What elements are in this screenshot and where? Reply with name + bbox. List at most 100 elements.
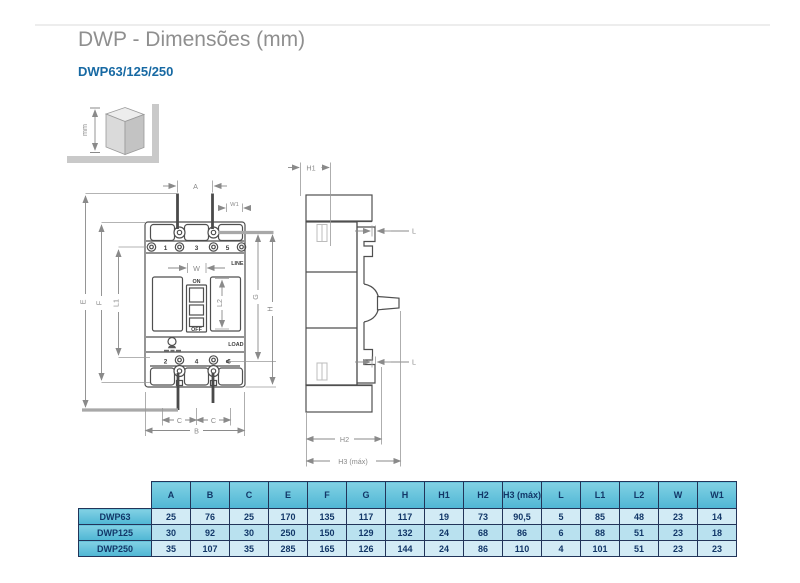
dimension-value-cell: 129 xyxy=(346,524,386,541)
dimension-value-cell: 25 xyxy=(229,508,269,525)
column-header: G xyxy=(346,481,386,509)
dimension-value-cell: 30 xyxy=(229,524,269,541)
column-header: L1 xyxy=(580,481,620,509)
dim-label-h2: H2 xyxy=(340,435,349,444)
push-to-trip-button xyxy=(164,336,181,352)
column-header: H1 xyxy=(424,481,464,509)
pole-4-label: 4 xyxy=(195,359,199,366)
dim-label-b: B xyxy=(194,427,199,436)
column-header: A xyxy=(151,481,191,509)
column-header: F xyxy=(307,481,347,509)
row-label: DWP250 xyxy=(78,540,152,557)
dimension-value-cell: 24 xyxy=(424,540,464,557)
pole-3-label: 3 xyxy=(195,245,199,252)
dim-label-g: G xyxy=(251,294,260,300)
dimension-value-cell: 23 xyxy=(658,508,698,525)
dimension-value-cell: 4 xyxy=(541,540,581,557)
dimension-value-cell: 23 xyxy=(658,524,698,541)
dimension-value-cell: 23 xyxy=(697,540,737,557)
column-header: W1 xyxy=(697,481,737,509)
pole-number-labels: 1 3 5 2 4 6 xyxy=(164,245,232,366)
dimension-value-cell: 14 xyxy=(697,508,737,525)
dimension-value-cell: 6 xyxy=(541,524,581,541)
load-side-label: LOAD xyxy=(228,342,243,348)
dim-label-w: W xyxy=(193,264,200,273)
dim-label-h3: H3 (máx) xyxy=(338,457,368,466)
technical-drawing: mm xyxy=(67,104,416,467)
dimension-value-cell: 170 xyxy=(268,508,308,525)
terminal-screws xyxy=(146,226,247,387)
dimension-value-cell: 30 xyxy=(151,524,191,541)
mm-dimension-arrow xyxy=(90,107,100,153)
column-header: H3 (máx) xyxy=(502,481,542,509)
dim-label-l-bottom: L xyxy=(412,358,416,367)
dim-label-l1: L1 xyxy=(112,299,121,307)
dimension-value-cell: 144 xyxy=(385,540,425,557)
dimension-value-cell: 117 xyxy=(385,508,425,525)
page-title: DWP - Dimensões (mm) xyxy=(78,28,306,51)
column-header: L2 xyxy=(619,481,659,509)
column-header: H2 xyxy=(463,481,503,509)
column-header: H xyxy=(385,481,425,509)
dimension-value-cell: 5 xyxy=(541,508,581,525)
off-label: OFF xyxy=(191,327,202,333)
dimension-value-cell: 110 xyxy=(502,540,542,557)
toggle-handle xyxy=(185,284,208,333)
dim-label-a: A xyxy=(193,182,198,191)
side-view: H1 L L H2 H3 (máx) xyxy=(288,162,416,467)
column-header: C xyxy=(229,481,269,509)
front-view: 1 3 5 2 4 6 LINE LOAD ON OFF xyxy=(79,180,278,436)
breaker-body-outline xyxy=(144,221,246,388)
dim-label-h1: H1 xyxy=(306,163,315,172)
dimension-value-cell: 285 xyxy=(268,540,308,557)
dim-label-c1: C xyxy=(177,416,182,425)
dimension-value-cell: 76 xyxy=(190,508,230,525)
dimension-value-cell: 88 xyxy=(580,524,620,541)
column-header: B xyxy=(190,481,230,509)
dimension-value-cell: 86 xyxy=(463,540,503,557)
dim-label-c2: C xyxy=(211,416,216,425)
dimension-value-cell: 73 xyxy=(463,508,503,525)
on-label: ON xyxy=(192,279,200,285)
mm-unit-label: mm xyxy=(80,124,89,136)
dimension-value-cell: 23 xyxy=(658,540,698,557)
dimension-value-cell: 165 xyxy=(307,540,347,557)
dim-label-w1: W1 xyxy=(230,202,239,208)
dimension-value-cell: 150 xyxy=(307,524,347,541)
column-header: W xyxy=(658,481,698,509)
dimension-value-cell: 250 xyxy=(268,524,308,541)
header-divider xyxy=(35,24,770,26)
line-side-label: LINE xyxy=(231,261,244,267)
blank-header-cell xyxy=(78,481,152,509)
dimension-value-cell: 35 xyxy=(151,540,191,557)
dimension-value-cell: 68 xyxy=(463,524,503,541)
front-dimensions: A W1 W E F L1 xyxy=(79,180,278,436)
dimension-value-cell: 101 xyxy=(580,540,620,557)
dimension-value-cell: 107 xyxy=(190,540,230,557)
dimension-value-cell: 85 xyxy=(580,508,620,525)
pole-5-label: 5 xyxy=(226,245,230,252)
pole-2-label: 2 xyxy=(164,359,168,366)
dimension-value-cell: 92 xyxy=(190,524,230,541)
dim-label-l-top: L xyxy=(412,227,416,236)
icon-shadow-bottom xyxy=(67,156,159,163)
dimension-value-cell: 135 xyxy=(307,508,347,525)
dimension-value-cell: 117 xyxy=(346,508,386,525)
dimension-value-cell: 86 xyxy=(502,524,542,541)
dimension-value-cell: 48 xyxy=(619,508,659,525)
side-dimensions: H1 L L H2 H3 (máx) xyxy=(288,162,416,467)
pole-1-label: 1 xyxy=(164,245,168,252)
column-header: E xyxy=(268,481,308,509)
dimension-value-cell: 18 xyxy=(697,524,737,541)
column-header: L xyxy=(541,481,581,509)
front-panels xyxy=(151,276,242,332)
model-subtitle: DWP63/125/250 xyxy=(78,64,174,79)
row-label: DWP63 xyxy=(78,508,152,525)
